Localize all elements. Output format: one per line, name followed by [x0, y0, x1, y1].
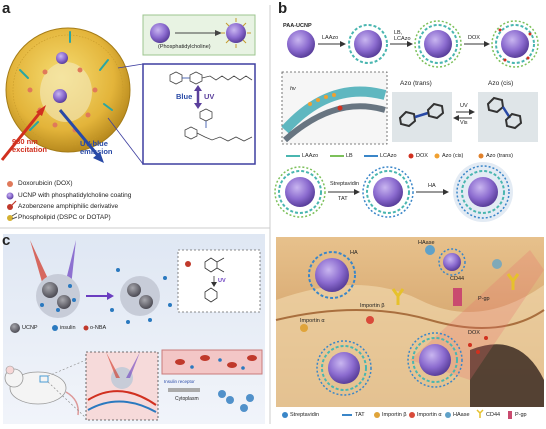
legend-phospholipid-text: Phospholipid (DSPC or DOTAP): [18, 214, 111, 221]
legend-azo-text: Azobenzene amphiphilic derivative: [18, 203, 119, 210]
liposome-core: [40, 62, 92, 122]
ucnp-legend-icon: [10, 323, 20, 333]
bottom-legend-hase: HAase: [453, 412, 470, 418]
skin-inset: [85, 351, 159, 421]
bottom-importin-a-label: Importin α: [300, 318, 325, 324]
bottom-legend-pgp: P-gp: [515, 412, 527, 418]
bottom-legend-importin-a: Importin α: [417, 412, 442, 418]
legend-azo-trans: Azo (trans): [486, 153, 513, 159]
azo-trans-label: Azo (trans): [400, 80, 432, 87]
dox-step-label: DOX: [468, 35, 480, 41]
onba-legend-icon: [83, 325, 89, 331]
phosphatidylcholine-label: (Phosphatidylcholine): [158, 44, 211, 50]
trans-azo-structure: [169, 71, 253, 85]
nanoparticle-stage-6: [453, 162, 513, 222]
legend-ucnp-icon: [6, 192, 14, 200]
uv-switch-label: UV: [460, 103, 468, 109]
ucnp-release-capsule: [110, 268, 172, 324]
emission-label: UV-blue emission: [80, 139, 113, 156]
ucnp-legend-text: UCNP: [22, 325, 38, 331]
ucnp-particle: [56, 52, 68, 64]
nanoparticle-ha-coated: [308, 251, 356, 299]
nanoparticle-stage-4: [274, 166, 326, 218]
bottom-pgp-label: P-gp: [478, 296, 490, 302]
azo-molecules-detail: [308, 93, 336, 106]
azobenzene-molecules: [19, 31, 113, 131]
bottom-legend-streptavidin: Streptavidin: [290, 412, 320, 418]
paa-ucnp-label: PAA-UCNP: [283, 23, 312, 29]
ha-step-label: HA: [428, 183, 436, 189]
hv-label: hv: [290, 86, 296, 92]
mouse-illustration: [4, 365, 79, 416]
nir-excitation-arrow: [0, 109, 44, 161]
bottom-hase-label: HAase: [418, 240, 435, 246]
hase-enzyme: [425, 245, 435, 255]
ucnp-insulin-capsule: [36, 274, 80, 318]
legend-lb: LB: [346, 153, 353, 159]
nanoparticle-stage-1: [348, 24, 388, 64]
nucleus: [470, 344, 544, 407]
bottom-ha-label: HA: [350, 250, 358, 256]
bottom-legend-icons: [282, 409, 512, 419]
ucnp-bare: [150, 23, 170, 43]
uv-light-label: UV: [204, 92, 215, 101]
liposome-inner-layer: [12, 34, 124, 146]
legend-azo-cis: Azo (cis): [442, 153, 464, 159]
panel-c-label: c: [2, 232, 11, 249]
legend-dox: DOX: [416, 153, 428, 159]
pgp-pump: [453, 288, 462, 306]
cd44-receptor: [391, 273, 520, 305]
panel-a: [0, 14, 256, 221]
nanoparticle-stage-2: [414, 20, 462, 68]
bottom-legend-tat: TAT: [355, 412, 365, 418]
onba-legend-text: o-NBA: [90, 325, 107, 331]
legend-dox-text: Doxorubicin (DOX): [18, 180, 73, 187]
molecule-structure-box: [142, 63, 256, 165]
legend-azo-icon: [7, 200, 17, 210]
bottom-legend-cd44: CD44: [486, 412, 501, 418]
nanoparticle-cytoplasm-1: [316, 340, 372, 396]
streptavidin-step-label: Streptavidin: [330, 181, 360, 187]
bottom-legend-importin-b: Importin β: [382, 412, 407, 418]
legend-lc-azo: LCAzo: [380, 153, 397, 159]
legend-la-azo: LAAzo: [302, 153, 319, 159]
cytoplasm-label: Cytoplasm: [175, 396, 199, 402]
panel-c: [3, 234, 265, 424]
nanoparticle-stage-5: [362, 166, 414, 218]
legend-dox-icon: [7, 181, 13, 187]
insulin-legend-icon: [52, 325, 58, 331]
nanoparticle-hase: [438, 248, 466, 276]
phosphatidylcholine-coating: [221, 18, 251, 48]
cis-azo-structure: [184, 108, 253, 142]
panel-a-label: a: [2, 0, 11, 17]
reaction-inset: [177, 249, 261, 313]
nanoparticle-cytoplasm-2: [407, 332, 463, 388]
insulin-receptor-cells: [218, 390, 254, 412]
tat-step-label: TAT: [338, 196, 348, 202]
uv-reaction-label: UV: [218, 278, 226, 284]
panel-b: [274, 20, 545, 419]
azo-cis-label: Azo (cis): [488, 80, 514, 87]
uv-emission-arrow: [58, 109, 102, 159]
lb-lc-step-label: LB, LCAzo: [394, 30, 411, 42]
vis-switch-label: Vis: [460, 120, 468, 126]
legend-ucnp-text: UCNP with phosphatidylcholine coating: [18, 192, 132, 199]
nanoparticle-stage-3: [491, 20, 539, 68]
panel-b-label: b: [278, 0, 288, 17]
la-azo-step-label: LAAzo: [322, 35, 339, 41]
insulin-legend-text: insulin: [60, 325, 76, 331]
component-legend-row: [286, 153, 484, 159]
blue-light-label: Blue: [176, 92, 193, 101]
insulin-receptor-label: Insulin receptor: [164, 379, 195, 384]
bottom-importin-b-label: Importin β: [360, 303, 385, 309]
excitation-label: 980 nm excitation: [12, 137, 48, 154]
paa-ucnp-particle: [287, 30, 315, 58]
ucnp-coated: [226, 23, 246, 43]
bottom-cd44-label: CD44: [450, 276, 465, 282]
bottom-dox-label: DOX: [468, 330, 480, 336]
ucnp-particle: [53, 89, 67, 103]
legend-phospholipid-icon: [7, 212, 18, 221]
